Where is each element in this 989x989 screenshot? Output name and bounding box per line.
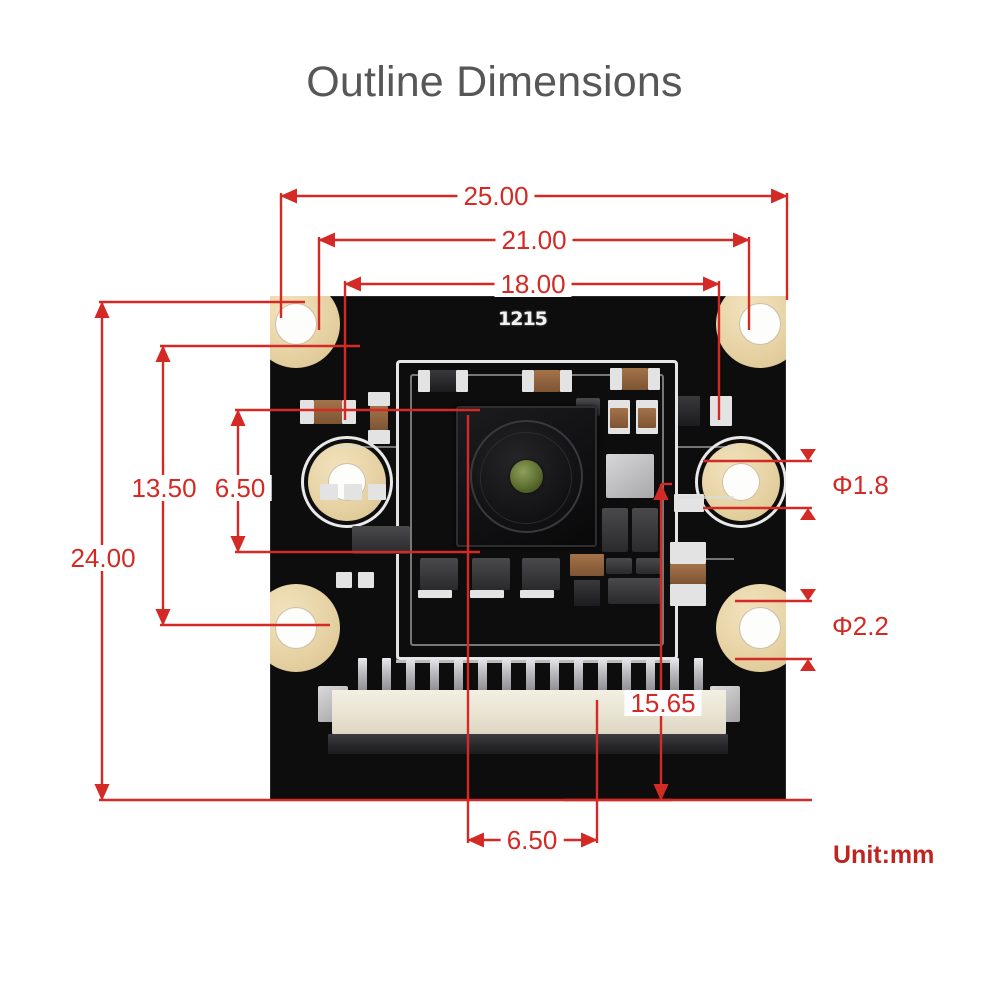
smd-pad	[520, 590, 554, 598]
dimension-label-width-overall: 25.00	[457, 183, 535, 209]
smd-resistor	[314, 400, 342, 424]
smd-pad	[320, 484, 338, 500]
smd-pad	[368, 484, 386, 500]
pcb-trace	[678, 446, 734, 448]
drill-hole	[723, 464, 759, 500]
dimension-label-hole-large: Φ2.2	[832, 611, 889, 641]
connector-pin	[406, 658, 415, 692]
connector-pin	[622, 658, 631, 692]
mounting-pad-top-left	[270, 296, 340, 368]
camera-module	[456, 406, 597, 547]
smd-crystal	[606, 454, 654, 498]
smd-ic	[522, 558, 560, 590]
smd-pad	[342, 400, 356, 424]
smd-pad	[670, 584, 706, 606]
dimension-label-width-mount-outer: 21.00	[495, 227, 573, 253]
dimension-label-width-mount-inner: 18.00	[494, 271, 572, 297]
smd-resistor	[670, 564, 706, 584]
smd-resistor	[610, 408, 628, 428]
pcb-trace	[678, 496, 734, 499]
smd-pad	[610, 368, 622, 390]
smd-pad	[368, 392, 390, 406]
smd-pad	[560, 370, 572, 392]
smd-pad	[336, 572, 352, 588]
smd-resistor	[370, 406, 388, 430]
smd-ic	[472, 558, 510, 590]
smd-resistor	[570, 554, 604, 576]
smd-pad	[358, 572, 374, 588]
smd-pad	[300, 400, 314, 424]
drill-hole	[276, 304, 316, 344]
camera-lens	[510, 460, 543, 493]
pcb-trace	[396, 660, 678, 663]
lens-barrel-ring	[480, 432, 572, 524]
connector-pin	[478, 658, 487, 692]
smd-ic	[608, 578, 662, 604]
connector-pin	[430, 658, 439, 692]
drill-hole	[740, 304, 780, 344]
connector-pin	[646, 658, 655, 692]
drill-hole	[740, 608, 780, 648]
page-title: Outline Dimensions	[306, 58, 683, 106]
dimension-label-height-overall: 24.00	[64, 545, 142, 571]
smd-ic	[420, 558, 458, 590]
connector-pin	[550, 658, 559, 692]
connector-pin	[358, 658, 367, 692]
dimension-label-height-mount-outer: 13.50	[125, 475, 203, 501]
smd-pad	[368, 430, 390, 444]
pcb-trace	[334, 446, 398, 448]
smd-pad	[648, 368, 660, 390]
smd-pad	[344, 484, 362, 500]
smd-pad	[522, 370, 534, 392]
connector-pin	[574, 658, 583, 692]
smd-resistor-array	[632, 508, 658, 552]
mounting-pad-inner-left	[301, 436, 393, 528]
smd-resistor	[534, 370, 560, 392]
smd-pad	[418, 590, 452, 598]
smd-capacitor	[678, 396, 700, 426]
dimension-label-connector-offset: 15.65	[624, 690, 702, 716]
pcb-trace	[678, 558, 734, 560]
smd-ic	[352, 526, 410, 554]
connector-pin	[598, 658, 607, 692]
connector-pins	[358, 658, 708, 692]
connector-pin	[694, 658, 703, 692]
dimension-label-height-mount-inner: 6.50	[208, 475, 272, 501]
pcb-board: 1215	[270, 296, 786, 801]
connector-pin	[670, 658, 679, 692]
smd-pad	[418, 370, 430, 392]
smd-capacitor	[430, 370, 456, 392]
mounting-pad-inner-right	[695, 436, 786, 528]
smd-pad	[606, 558, 632, 574]
connector-pin	[502, 658, 511, 692]
smd-pad	[636, 558, 662, 574]
smd-pad	[470, 590, 504, 598]
connector-pin	[382, 658, 391, 692]
drill-hole	[276, 608, 316, 648]
connector-pin	[526, 658, 535, 692]
silkscreen-label: 1215	[498, 308, 548, 330]
mounting-pad-bottom-left	[270, 584, 340, 672]
dimension-label-hole-small: Φ1.8	[832, 470, 889, 500]
unit-label: Unit:mm	[833, 841, 935, 869]
smd-resistor-array	[602, 508, 628, 552]
mounting-pad-bottom-right	[716, 584, 786, 672]
smd-capacitor	[574, 580, 600, 606]
connector-latch	[328, 734, 728, 754]
smd-pad	[456, 370, 468, 392]
dimension-label-bottom-offset: 6.50	[500, 827, 564, 853]
smd-resistor	[622, 368, 648, 390]
smd-pad	[670, 542, 706, 564]
connector-pin	[454, 658, 463, 692]
smd-led	[710, 396, 732, 426]
smd-resistor	[638, 408, 656, 428]
